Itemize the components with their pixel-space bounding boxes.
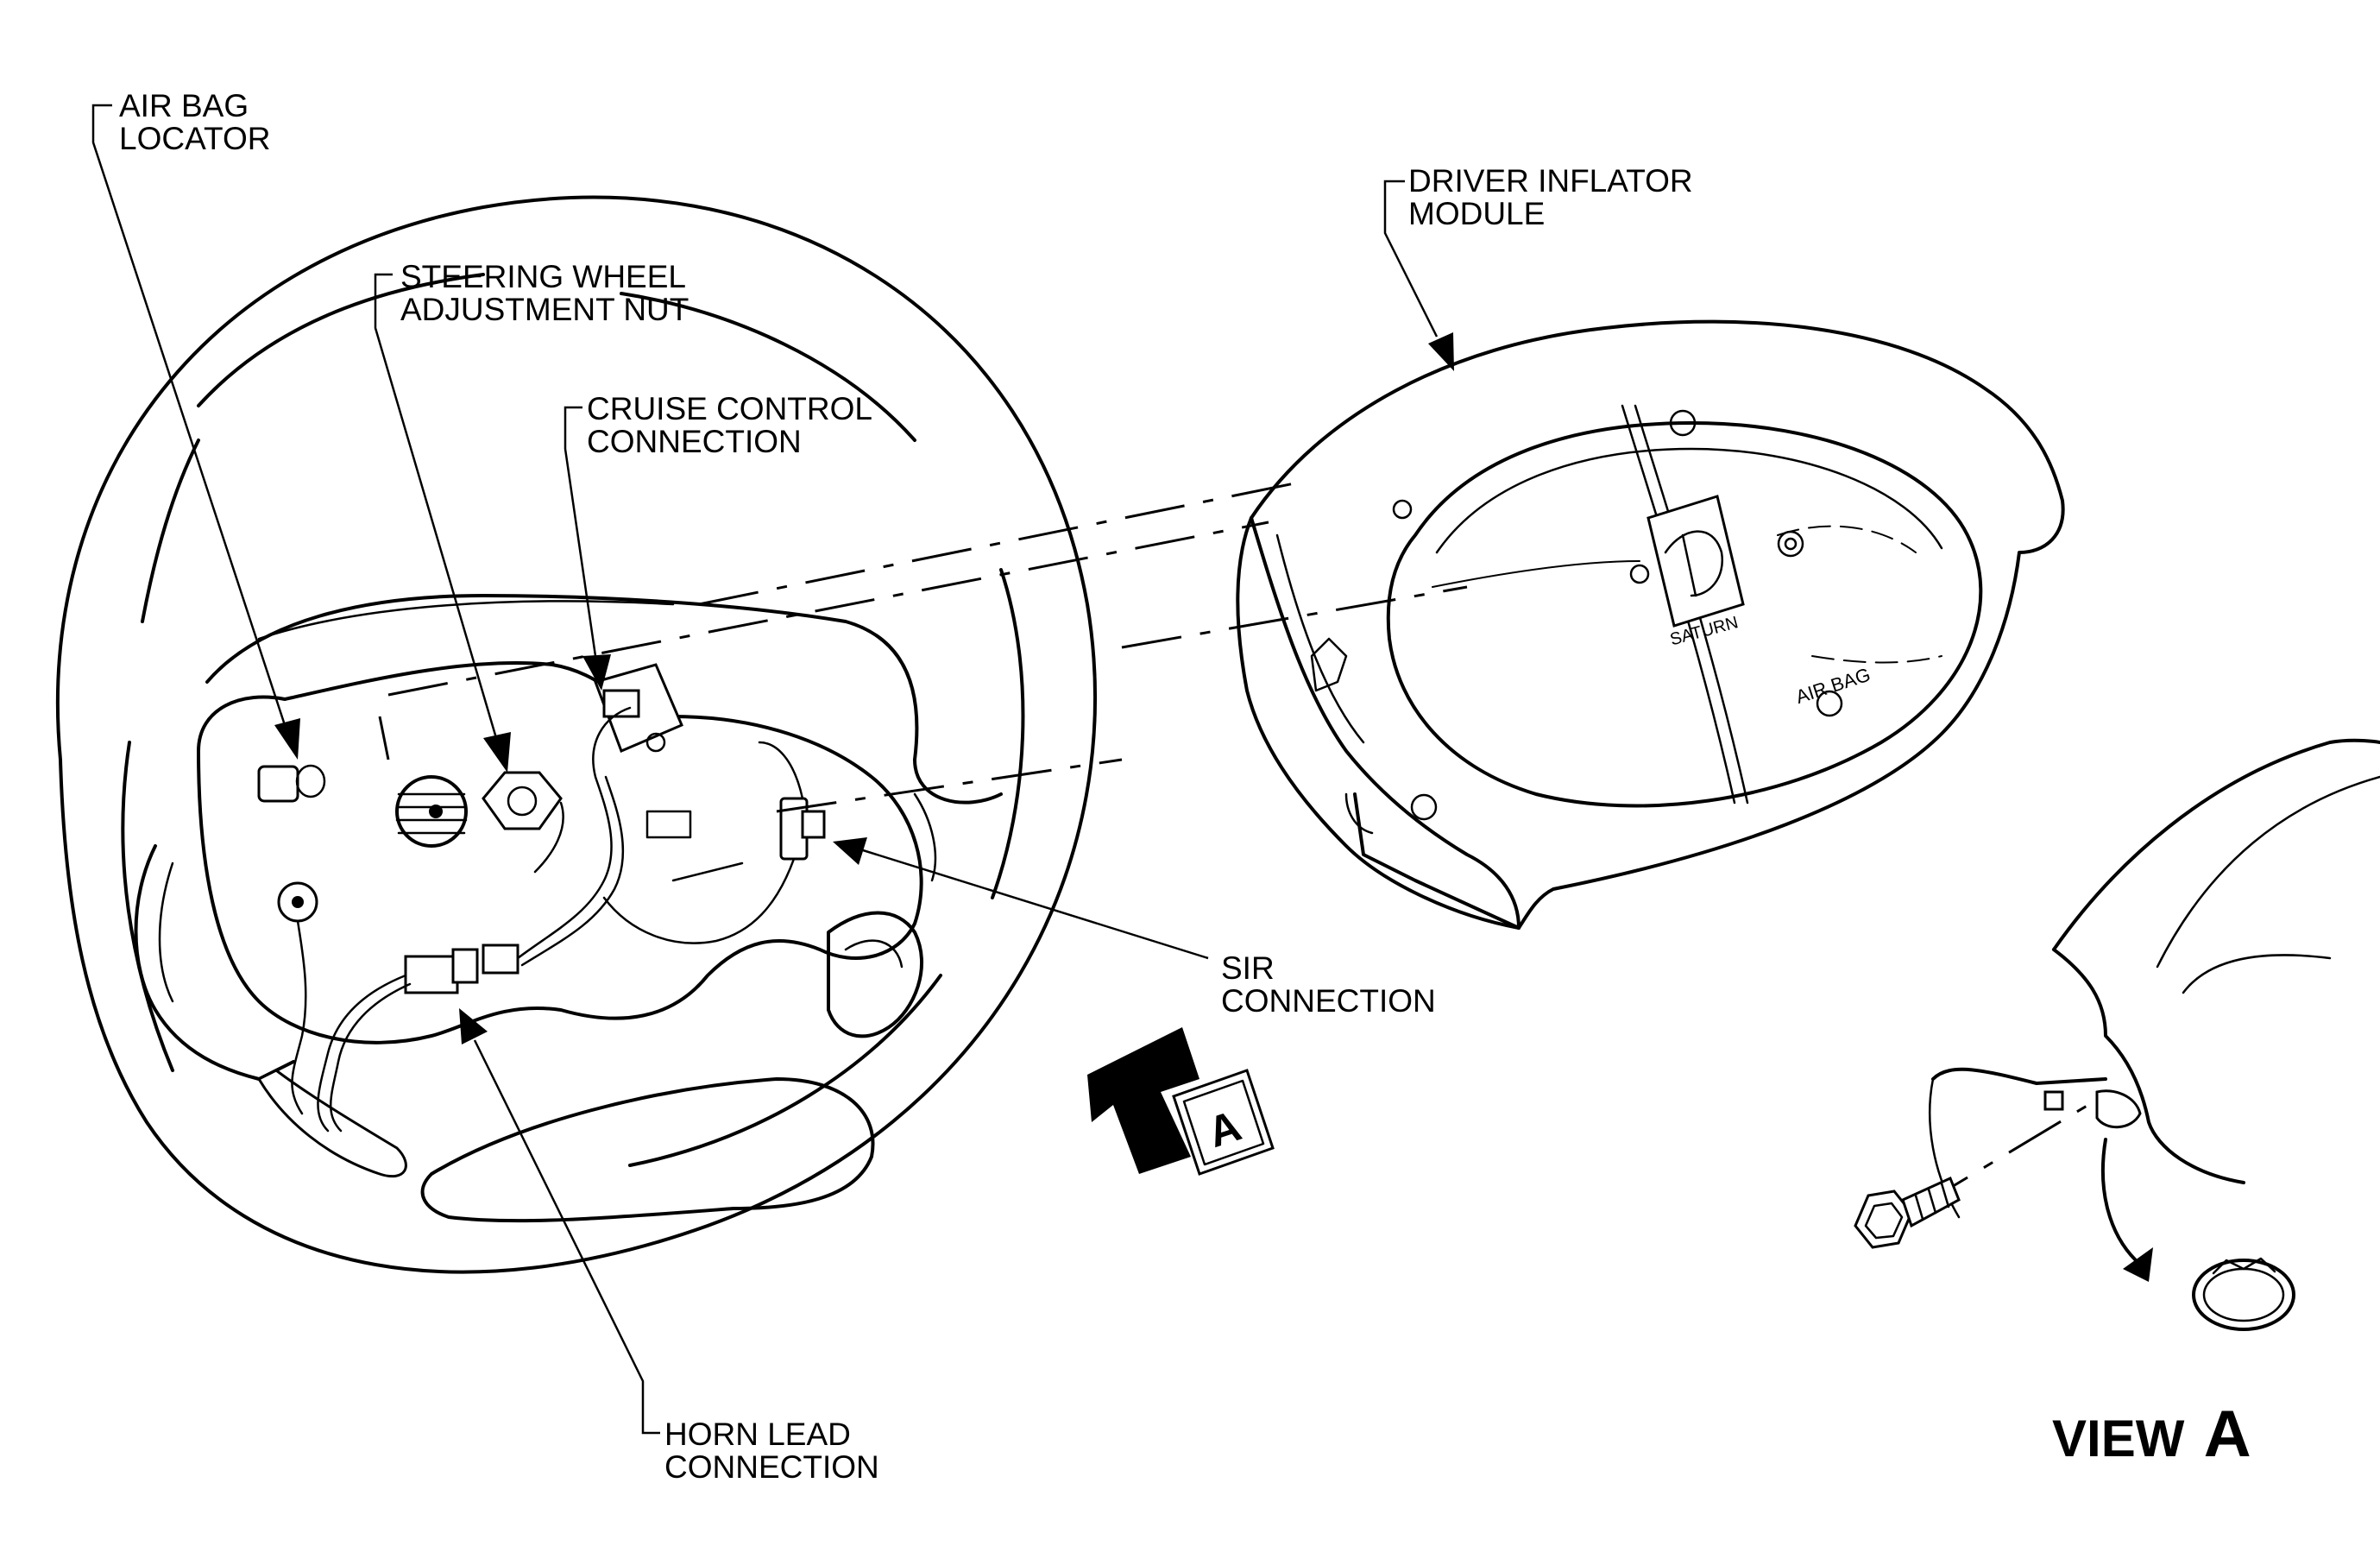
lower-left-trim: [256, 1069, 407, 1178]
air-bag-locator-label: AIR BAG LOCATOR: [119, 90, 270, 155]
steering-wheel-adjustment-nut-line-2: ADJUSTMENT NUT: [400, 292, 689, 327]
steering-wheel-hub: [197, 661, 923, 1044]
view-a-title-word: VIEW: [2052, 1410, 2185, 1467]
module-bracket: [1353, 792, 1521, 930]
wiring-harness: [291, 706, 804, 1133]
air-bag-mark: AIR BAG: [1793, 664, 1873, 708]
driver-inflator-module: SATURN AIR BAG: [1236, 319, 2065, 930]
adjustment-nut-arrowhead: [483, 732, 511, 773]
steering-wheel-adjustment-nut-line-1: STEERING WHEEL: [400, 259, 686, 294]
module-outer-shell: [1236, 319, 2065, 930]
driver-inflator-module-line-1: DRIVER INFLATOR: [1408, 163, 1693, 199]
horn-lead-connection-line-2: CONNECTION: [664, 1449, 879, 1485]
view-a-title: VIEW A: [2052, 1397, 2251, 1472]
view-a-detail: [1854, 738, 2380, 1331]
steering-wheel-left-spoke: [134, 844, 295, 1081]
air-bag-locator-line-2: LOCATOR: [119, 121, 271, 156]
saturn-logo-badge: SATURN: [1646, 495, 1745, 649]
horn-lead-connection-label: HORN LEAD CONNECTION: [664, 1418, 879, 1484]
cruise-control-connection-line-2: CONNECTION: [587, 424, 802, 459]
sir-connection-line-1: SIR: [1221, 950, 1275, 986]
view-a-module-edge: [2052, 738, 2380, 951]
steering-wheel-upper-opening: [205, 594, 919, 761]
horn-lead-connector: [404, 943, 519, 994]
driver-inflator-module-label: DRIVER INFLATOR MODULE: [1408, 165, 1693, 230]
sir-connection-arrowhead: [833, 837, 867, 865]
sir-connection-line-2: CONNECTION: [1221, 983, 1436, 1019]
leader-lines: [91, 104, 1454, 1435]
steering-wheel-lower-opening: [420, 1077, 875, 1223]
horn-lead-connection-line-1: HORN LEAD: [664, 1417, 851, 1452]
cruise-control-connector: [594, 663, 683, 753]
steering-wheel-rim-inner: [197, 273, 485, 407]
steering-wheel: [55, 195, 1097, 1274]
horn-ground-stud: [277, 881, 318, 923]
view-a-retaining-clip: [2192, 1257, 2295, 1331]
horn-lead-arrowhead: [459, 1008, 488, 1044]
view-a-title-letter: A: [2203, 1398, 2251, 1471]
cruise-control-arrowhead: [582, 654, 611, 691]
steering-wheel-right-spoke: [827, 911, 923, 1038]
driver-inflator-module-line-2: MODULE: [1408, 196, 1546, 231]
sir-connection-label: SIR CONNECTION: [1221, 952, 1436, 1018]
steering-wheel-adjustment-nut-label: STEERING WHEEL ADJUSTMENT NUT: [400, 261, 689, 326]
view-a-arrow: [1087, 1027, 1199, 1174]
view-a-marker-box: A: [1172, 1069, 1275, 1176]
air-bag-locator-line-1: AIR BAG: [119, 88, 249, 123]
cruise-control-connection-label: CRUISE CONTROL CONNECTION: [587, 393, 872, 458]
module-cover: [1386, 421, 1983, 808]
steering-wheel-rim-outer: [55, 195, 1097, 1274]
view-a-bolt: [1854, 1176, 1961, 1249]
air-bag-locator-stud: [257, 764, 326, 803]
hub-slot: [645, 810, 692, 839]
module-stud: [1669, 409, 1697, 437]
driver-inflator-module-arrowhead: [1428, 332, 1454, 371]
alignment-lines: [378, 482, 1468, 813]
air-bag-locator-arrowhead: [274, 718, 300, 760]
adjustment-nut: [482, 771, 563, 830]
view-a-removal-arrow: [2100, 1138, 2138, 1262]
cruise-control-connection-line-1: CRUISE CONTROL: [587, 391, 872, 426]
steering-shaft: [395, 775, 468, 848]
